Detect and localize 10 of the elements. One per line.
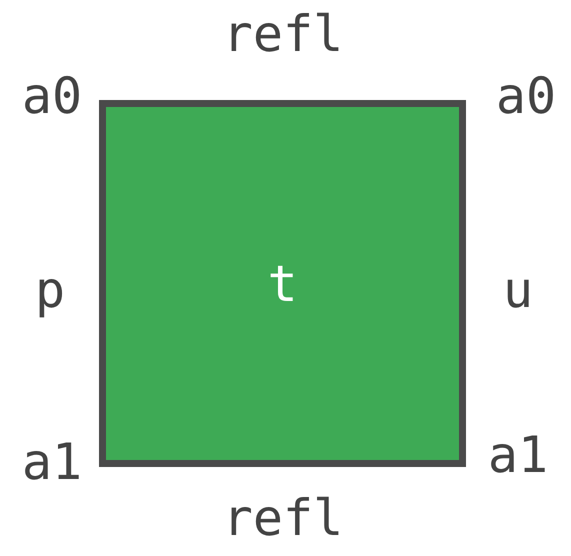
side-label: refl (222, 6, 344, 62)
corner-label: a1 (488, 427, 548, 483)
side-label: u (502, 262, 534, 318)
square-cell (99, 100, 466, 467)
corner-label: a1 (22, 434, 82, 490)
corner-label: a0 (496, 68, 556, 124)
cell-label: t (267, 256, 298, 312)
side-label: p (34, 262, 66, 318)
side-label: refl (222, 490, 344, 546)
corner-label: a0 (22, 68, 82, 124)
